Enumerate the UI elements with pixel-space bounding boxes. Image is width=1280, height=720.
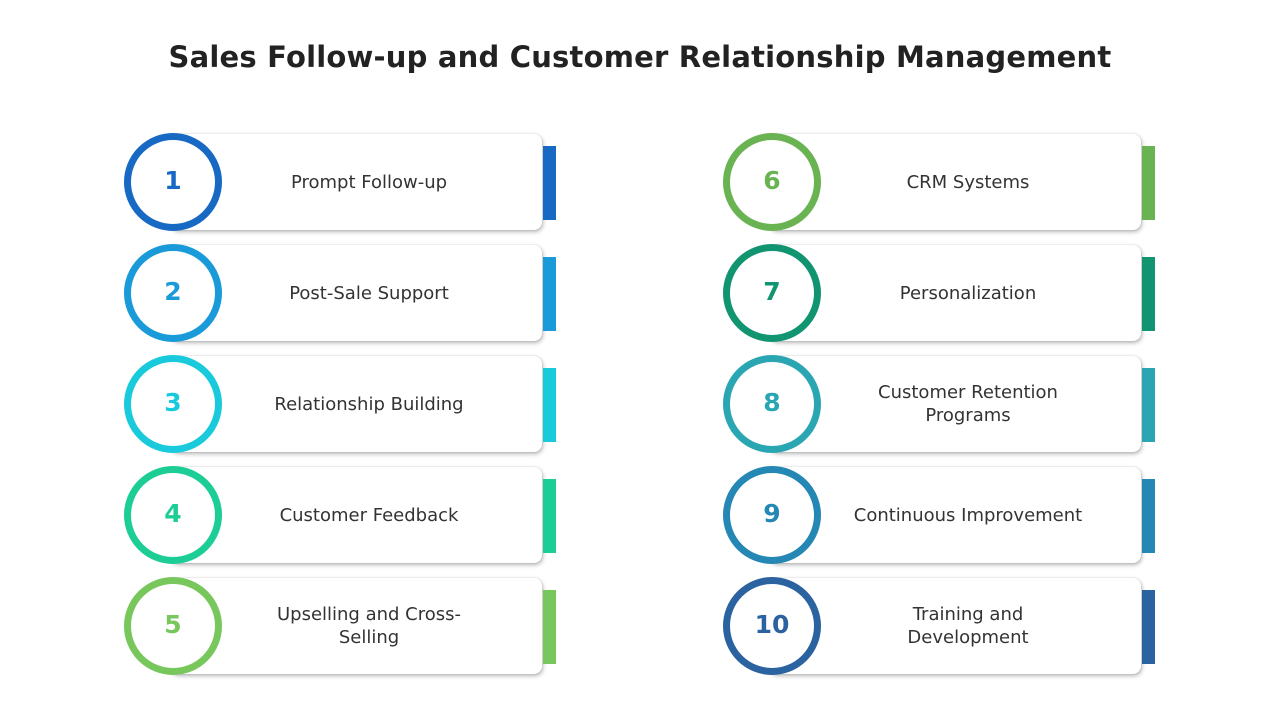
item-tab <box>1142 479 1155 553</box>
item-label: Upselling and Cross-Selling <box>276 604 462 648</box>
number-circle: 4 <box>124 466 222 564</box>
item-number: 1 <box>164 165 182 195</box>
item-label: Post-Sale Support <box>289 282 449 304</box>
item-number: 8 <box>763 387 781 417</box>
list-item: 9 Continuous Improvement <box>723 466 1163 564</box>
item-tab <box>1142 257 1155 331</box>
item-card <box>769 134 1141 230</box>
number-circle: 3 <box>124 355 222 453</box>
list-item: 6 CRM Systems <box>723 133 1163 231</box>
number-circle: 6 <box>723 133 821 231</box>
item-number: 9 <box>763 498 781 528</box>
item-tab <box>1142 590 1155 664</box>
item-number: 4 <box>164 498 182 528</box>
item-number: 2 <box>164 276 182 306</box>
item-tab <box>543 368 556 442</box>
number-circle: 7 <box>723 244 821 342</box>
item-card <box>769 578 1141 674</box>
item-label: CRM Systems <box>906 171 1030 193</box>
item-label: Prompt Follow-up <box>290 171 448 193</box>
item-label: Personalization <box>899 282 1037 304</box>
item-tab <box>543 590 556 664</box>
page-title: Sales Follow-up and Customer Relationshi… <box>168 40 1112 74</box>
item-card <box>170 134 542 230</box>
list-item: 10 Training and Development <box>723 577 1163 675</box>
list-item: 3 Relationship Building <box>124 355 564 453</box>
item-card <box>769 245 1141 341</box>
item-label: Relationship Building <box>274 393 464 415</box>
item-card <box>170 245 542 341</box>
number-circle: 5 <box>124 577 222 675</box>
item-tab <box>543 479 556 553</box>
list-item: 4 Customer Feedback <box>124 466 564 564</box>
item-number: 6 <box>763 165 781 195</box>
item-card <box>170 578 542 674</box>
left-column: 1 Prompt Follow-up 2 Post-Sale Support 3… <box>124 133 564 688</box>
item-number: 3 <box>164 387 182 417</box>
item-tab <box>543 257 556 331</box>
list-item: 2 Post-Sale Support <box>124 244 564 342</box>
item-label: Continuous Improvement <box>853 504 1083 526</box>
item-tab <box>1142 146 1155 220</box>
number-circle: 9 <box>723 466 821 564</box>
number-circle: 1 <box>124 133 222 231</box>
item-number: 10 <box>754 609 790 639</box>
item-label: Customer Feedback <box>279 504 459 526</box>
item-label: Customer Retention Programs <box>878 382 1058 426</box>
list-item: 7 Personalization <box>723 244 1163 342</box>
number-circle: 8 <box>723 355 821 453</box>
item-tab <box>1142 368 1155 442</box>
list-item: 5 Upselling and Cross-Selling <box>124 577 564 675</box>
right-column: 6 CRM Systems 7 Personalization 8 Custom… <box>723 133 1163 688</box>
item-number: 7 <box>763 276 781 306</box>
item-card <box>769 467 1141 563</box>
item-number: 5 <box>164 609 182 639</box>
item-card <box>769 356 1141 452</box>
item-card <box>170 467 542 563</box>
item-card <box>170 356 542 452</box>
list-item: 8 Customer Retention Programs <box>723 355 1163 453</box>
item-label: Training and Development <box>907 604 1029 648</box>
list-item: 1 Prompt Follow-up <box>124 133 564 231</box>
number-circle: 10 <box>723 577 821 675</box>
item-tab <box>543 146 556 220</box>
number-circle: 2 <box>124 244 222 342</box>
